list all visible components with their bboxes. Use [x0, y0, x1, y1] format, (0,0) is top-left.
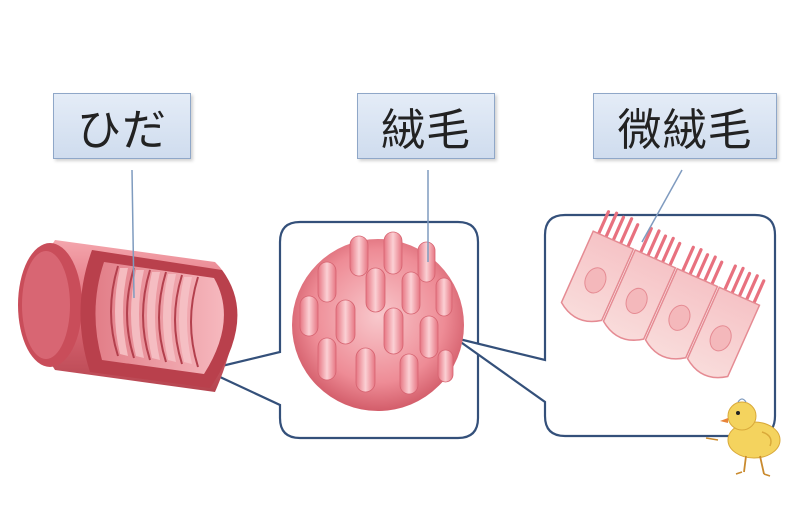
folds-label: ひだ [53, 93, 191, 159]
villi-label-text: 絨毛 [381, 105, 471, 156]
villi-label: 絨毛 [357, 93, 495, 159]
microvilli-illustration [560, 210, 766, 379]
microvilli-label: 微絨毛 [593, 93, 777, 159]
folds-leader-line [131, 169, 135, 299]
microvilli-leader-line [641, 169, 683, 243]
microvilli-label-text: 微絨毛 [617, 105, 753, 156]
chick-icon [705, 398, 781, 477]
villi-illustration [292, 231, 464, 411]
intestine-tube [18, 240, 238, 392]
folds-label-text: ひだ [77, 105, 167, 156]
